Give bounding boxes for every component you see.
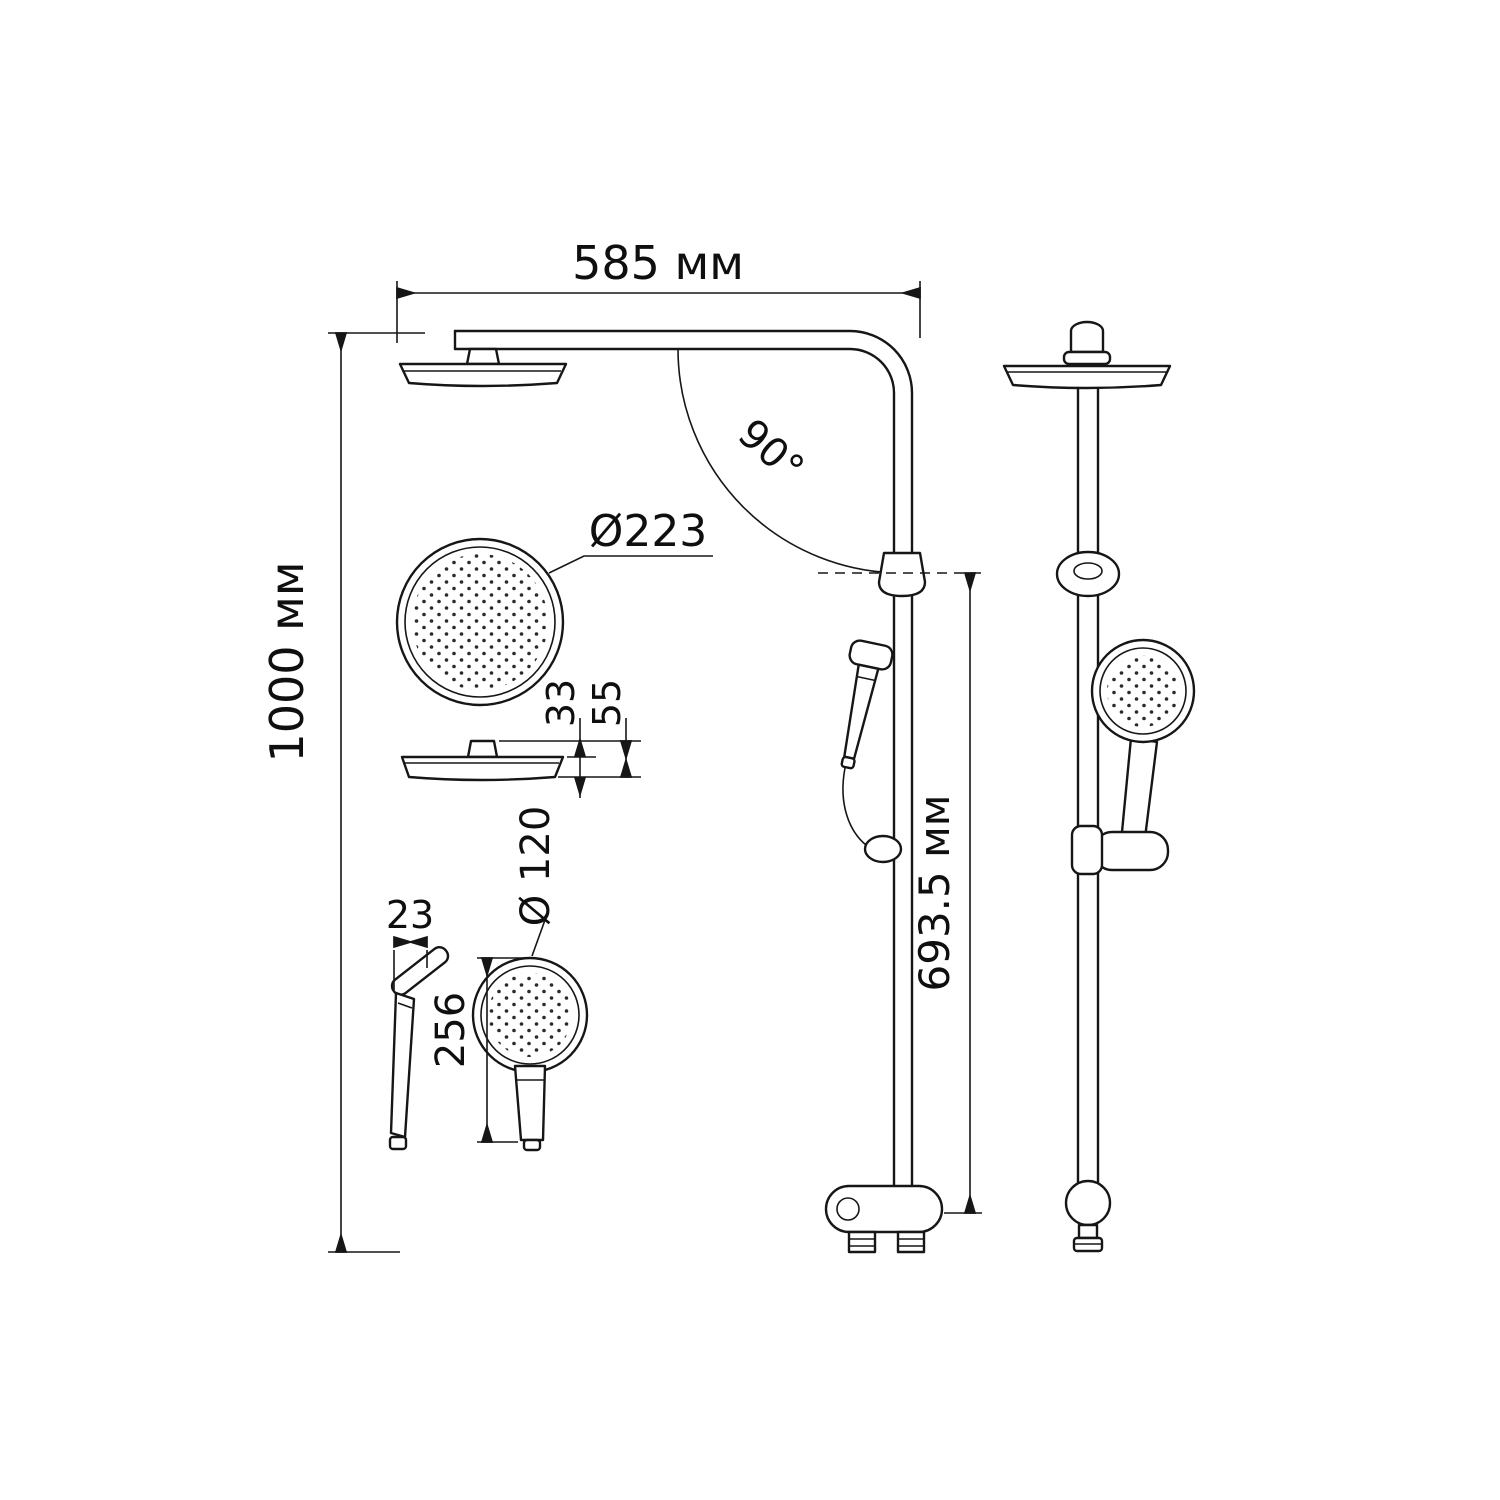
hand-face-nozzles [488, 973, 572, 1057]
side-hand-ring [1099, 647, 1187, 735]
hand-shower-front-joint [857, 675, 875, 682]
hand-shower-side-view: 23 [386, 893, 450, 1151]
mixer-outlet-right-threads [898, 1238, 924, 1247]
overhead-side-stem [466, 739, 499, 759]
overhead-diameter-label: Ø223 [589, 506, 708, 557]
shower-arm-outer-line [453, 329, 914, 1202]
hand-shower-front [840, 639, 894, 770]
hand-width-label: 23 [386, 893, 434, 937]
dimension-left-height: 1000 мм [260, 332, 425, 1253]
dim-left-height-label: 1000 мм [260, 561, 314, 762]
hand-diameter-leader [531, 919, 546, 957]
shower-arm-inner-line [453, 347, 896, 1202]
overhead-side-plate [400, 755, 565, 782]
slider-front [863, 834, 903, 864]
side-knob [1069, 320, 1105, 354]
mixer-outlet-right [896, 1230, 926, 1254]
overhead-top-ring [404, 546, 556, 698]
side-flange [1062, 350, 1112, 366]
overhead-diameter-leader [548, 555, 713, 574]
overhead-head-front [398, 362, 568, 388]
mixer-outlet-left [847, 1230, 877, 1254]
overhead-stem-front [465, 347, 501, 366]
overhead-side-profile: 33 55 [400, 679, 641, 798]
overhead-top-view: Ø223 [395, 506, 713, 707]
side-hand-nozzles [1107, 655, 1179, 727]
mixer-left-detail [836, 1197, 860, 1221]
hand-side-cap [388, 1135, 408, 1151]
side-holder-clamp [1070, 824, 1104, 876]
side-bottom-stub [1077, 1223, 1099, 1240]
overhead-top-nozzles [412, 554, 548, 690]
side-bottom-elbow [1064, 1179, 1112, 1227]
dim-top-width-label: 585 мм [572, 236, 744, 290]
angle-label: 90° [729, 411, 812, 493]
hand-shower-face-view: Ø 120 256 [428, 806, 589, 1152]
hand-length-label: 256 [428, 992, 474, 1068]
pipe-holder-front [877, 551, 927, 598]
hand-face-cap [522, 1138, 542, 1152]
overhead-total-thickness-label: 55 [585, 679, 629, 727]
overhead-thickness-label: 33 [539, 679, 583, 727]
riser-height-label: 693.5 мм [910, 795, 959, 992]
dimension-riser-height: 693.5 мм [910, 572, 982, 1214]
side-view [1002, 320, 1196, 1253]
hand-side-joint [397, 1002, 413, 1009]
hand-face-handle [513, 1064, 547, 1142]
dimension-angle: 90° [729, 411, 812, 493]
side-slider [1055, 550, 1121, 598]
dimension-top-width: 585 мм [396, 236, 921, 343]
hand-shower-front-cap [840, 755, 856, 770]
front-view [398, 329, 982, 1254]
hand-shower-front-handle [843, 663, 880, 760]
hand-diameter-label: Ø 120 [513, 806, 559, 927]
hose-line [842, 767, 867, 846]
mixer-body [824, 1184, 944, 1234]
side-holder-arm [1092, 830, 1170, 872]
hand-side-handle [389, 991, 416, 1139]
angle-arc [677, 348, 903, 574]
side-slider-detail [1073, 562, 1103, 580]
side-hand-handle [1120, 736, 1159, 840]
side-head-plate [1002, 364, 1172, 390]
hand-side-head [390, 946, 450, 996]
mixer-outlet-left-threads [849, 1238, 875, 1247]
